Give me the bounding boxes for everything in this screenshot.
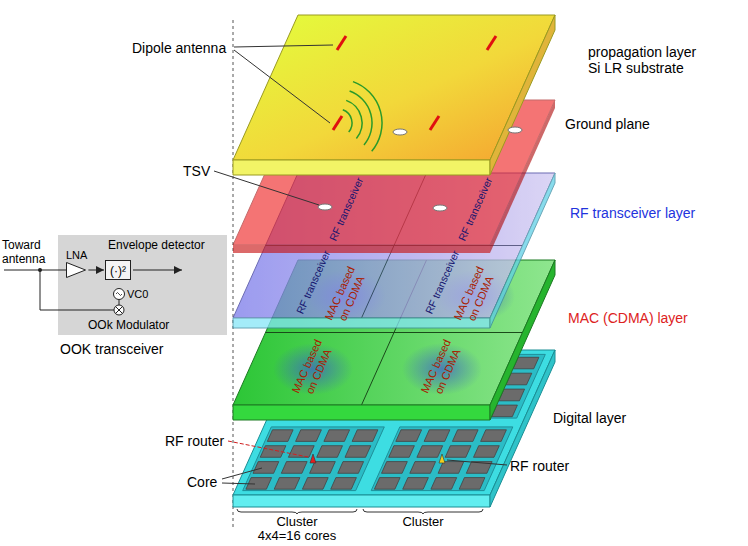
box-text: Envelope detector — [108, 238, 205, 252]
core-square — [481, 430, 507, 442]
callout-label: Dipole antenna — [132, 40, 226, 56]
callout-label: RF router — [165, 433, 224, 449]
amplifier-label: LNA — [66, 249, 87, 262]
core-square — [274, 478, 300, 490]
callout-label: Core — [187, 474, 217, 490]
output-wire — [133, 270, 182, 271]
amplifier-shape — [67, 263, 86, 278]
callout-label: 4x4=16 cores — [258, 529, 336, 543]
callout-label: Cluster — [276, 515, 317, 529]
mac-layer-front — [233, 405, 490, 420]
callout-label: Digital layer — [553, 410, 626, 426]
core-square — [317, 446, 343, 458]
callout-label: TSV — [183, 163, 210, 179]
squarer-label: (·)² — [110, 262, 126, 280]
core-square — [474, 446, 500, 458]
core-square — [424, 430, 450, 442]
cluster-area — [371, 427, 513, 491]
leader-line — [234, 50, 330, 123]
vco-wave — [116, 293, 122, 296]
core-square — [410, 462, 436, 474]
cluster-brace — [363, 509, 483, 514]
core-square — [403, 478, 429, 490]
cluster-area — [243, 427, 385, 491]
callout-label: Ground plane — [565, 116, 650, 132]
leader-line — [447, 460, 507, 465]
core-square — [310, 462, 336, 474]
signal-connector — [88, 270, 104, 271]
tsv-disc — [393, 129, 407, 135]
vco-wire — [119, 300, 120, 305]
dipole-antenna — [430, 116, 439, 130]
core-square — [445, 446, 471, 458]
callout-label: Toward antenna — [2, 238, 54, 266]
core-square — [338, 462, 364, 474]
core-square — [324, 430, 350, 442]
router-marker — [310, 454, 316, 463]
core-square — [267, 430, 293, 442]
core-square — [459, 478, 485, 490]
propagation-layer-front — [233, 160, 490, 175]
radio-wave — [343, 110, 352, 132]
callout-label: MAC (CDMA) layer — [568, 310, 688, 326]
radio-wave — [350, 91, 372, 145]
leader-line — [222, 483, 255, 484]
tsv-disc — [318, 204, 332, 210]
leader-line — [214, 171, 319, 205]
mixer-cross — [116, 307, 123, 314]
core-square — [253, 462, 279, 474]
cluster-brace — [237, 509, 357, 514]
box-text: OOK transceiver — [60, 341, 163, 357]
callout-label: propagation layer Si LR substrate — [588, 44, 703, 76]
vco-label: VC0 — [127, 288, 148, 300]
core-square — [374, 478, 400, 490]
core-square — [382, 462, 408, 474]
radio-wave — [353, 82, 382, 152]
tsv-disc — [508, 127, 522, 133]
antenna-wire — [4, 270, 66, 271]
core-square — [431, 478, 457, 490]
core-square — [345, 446, 371, 458]
core-square — [417, 446, 443, 458]
dipole-antenna — [333, 116, 342, 130]
leader-line — [234, 45, 333, 47]
callout-label: Cluster — [402, 515, 443, 529]
mixer-cross — [116, 307, 123, 314]
leader-line — [228, 441, 308, 457]
core-square — [389, 446, 415, 458]
core-square — [452, 430, 478, 442]
transceiver-box: Envelope detectorOOk ModulatorOOK transc… — [58, 235, 227, 335]
router-marker — [439, 454, 445, 463]
box-text: OOk Modulator — [88, 318, 169, 332]
dipole-antenna — [487, 36, 496, 50]
dipole-antenna — [337, 36, 346, 50]
core-square — [352, 430, 378, 442]
core-square — [331, 478, 357, 490]
callout-label: RF router — [510, 458, 569, 474]
core-square — [281, 462, 307, 474]
digital-layer-front — [233, 495, 490, 507]
leader-line — [222, 468, 262, 479]
tsv-disc — [433, 205, 447, 211]
vco-circle — [113, 288, 125, 300]
junction-dot — [38, 268, 42, 272]
core-square — [438, 462, 464, 474]
amplifier-triangle — [66, 262, 86, 278]
radio-wave — [346, 100, 362, 138]
core-square — [296, 430, 322, 442]
squarer-box: (·)² — [105, 260, 131, 280]
vco-oscillator: VC0 — [113, 288, 148, 300]
core-square — [396, 430, 422, 442]
mac-divider — [266, 332, 523, 333]
mixer-symbol — [114, 305, 124, 315]
propagation-layer-side — [490, 15, 555, 175]
vco-shape — [114, 289, 125, 300]
axis-dashed-line — [233, 20, 234, 528]
callout-label: RF transceiver layer — [570, 205, 695, 221]
modulator-wire — [40, 270, 114, 310]
lna-amplifier: LNA — [66, 249, 87, 278]
core-square — [302, 478, 328, 490]
